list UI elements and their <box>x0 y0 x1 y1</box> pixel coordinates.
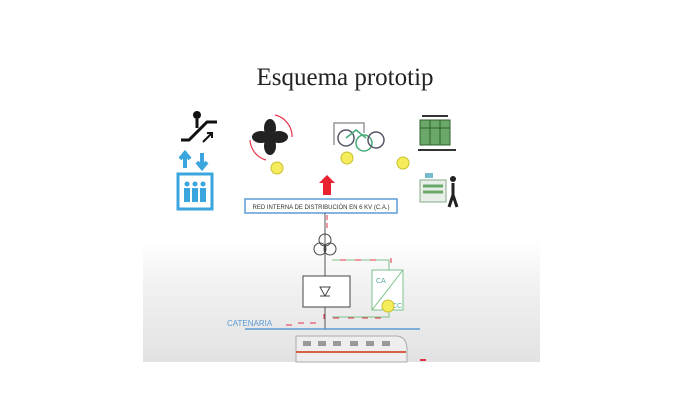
consumption-point <box>396 156 410 170</box>
equipment-rack-icon <box>418 115 456 151</box>
train-icon <box>295 335 426 363</box>
consumption-point <box>340 151 354 165</box>
consumption-point <box>270 161 284 175</box>
regeneration-point <box>381 299 395 313</box>
transformer-icon <box>313 233 337 256</box>
slide-title: Esquema prototip <box>256 64 434 91</box>
bicycle-icon <box>333 122 385 152</box>
converter-icon: CA CC <box>332 259 404 318</box>
elevator-icon <box>176 149 214 211</box>
rectifier-icon <box>302 275 351 308</box>
power-up-arrow-icon <box>319 175 335 195</box>
fan-icon <box>249 114 293 161</box>
escalator-icon <box>181 111 217 143</box>
ticket-machine-icon <box>419 173 459 208</box>
converter-ac-label: CA <box>376 278 386 285</box>
catenary-label: CATENARIA <box>227 319 273 328</box>
energy-flow-arrows <box>286 215 392 326</box>
converter-dc-label: CC <box>392 303 402 310</box>
distribution-network-label: RED INTERNA DE DISTRIBUCIÓN EN 6 KV (C.A… <box>252 204 389 211</box>
